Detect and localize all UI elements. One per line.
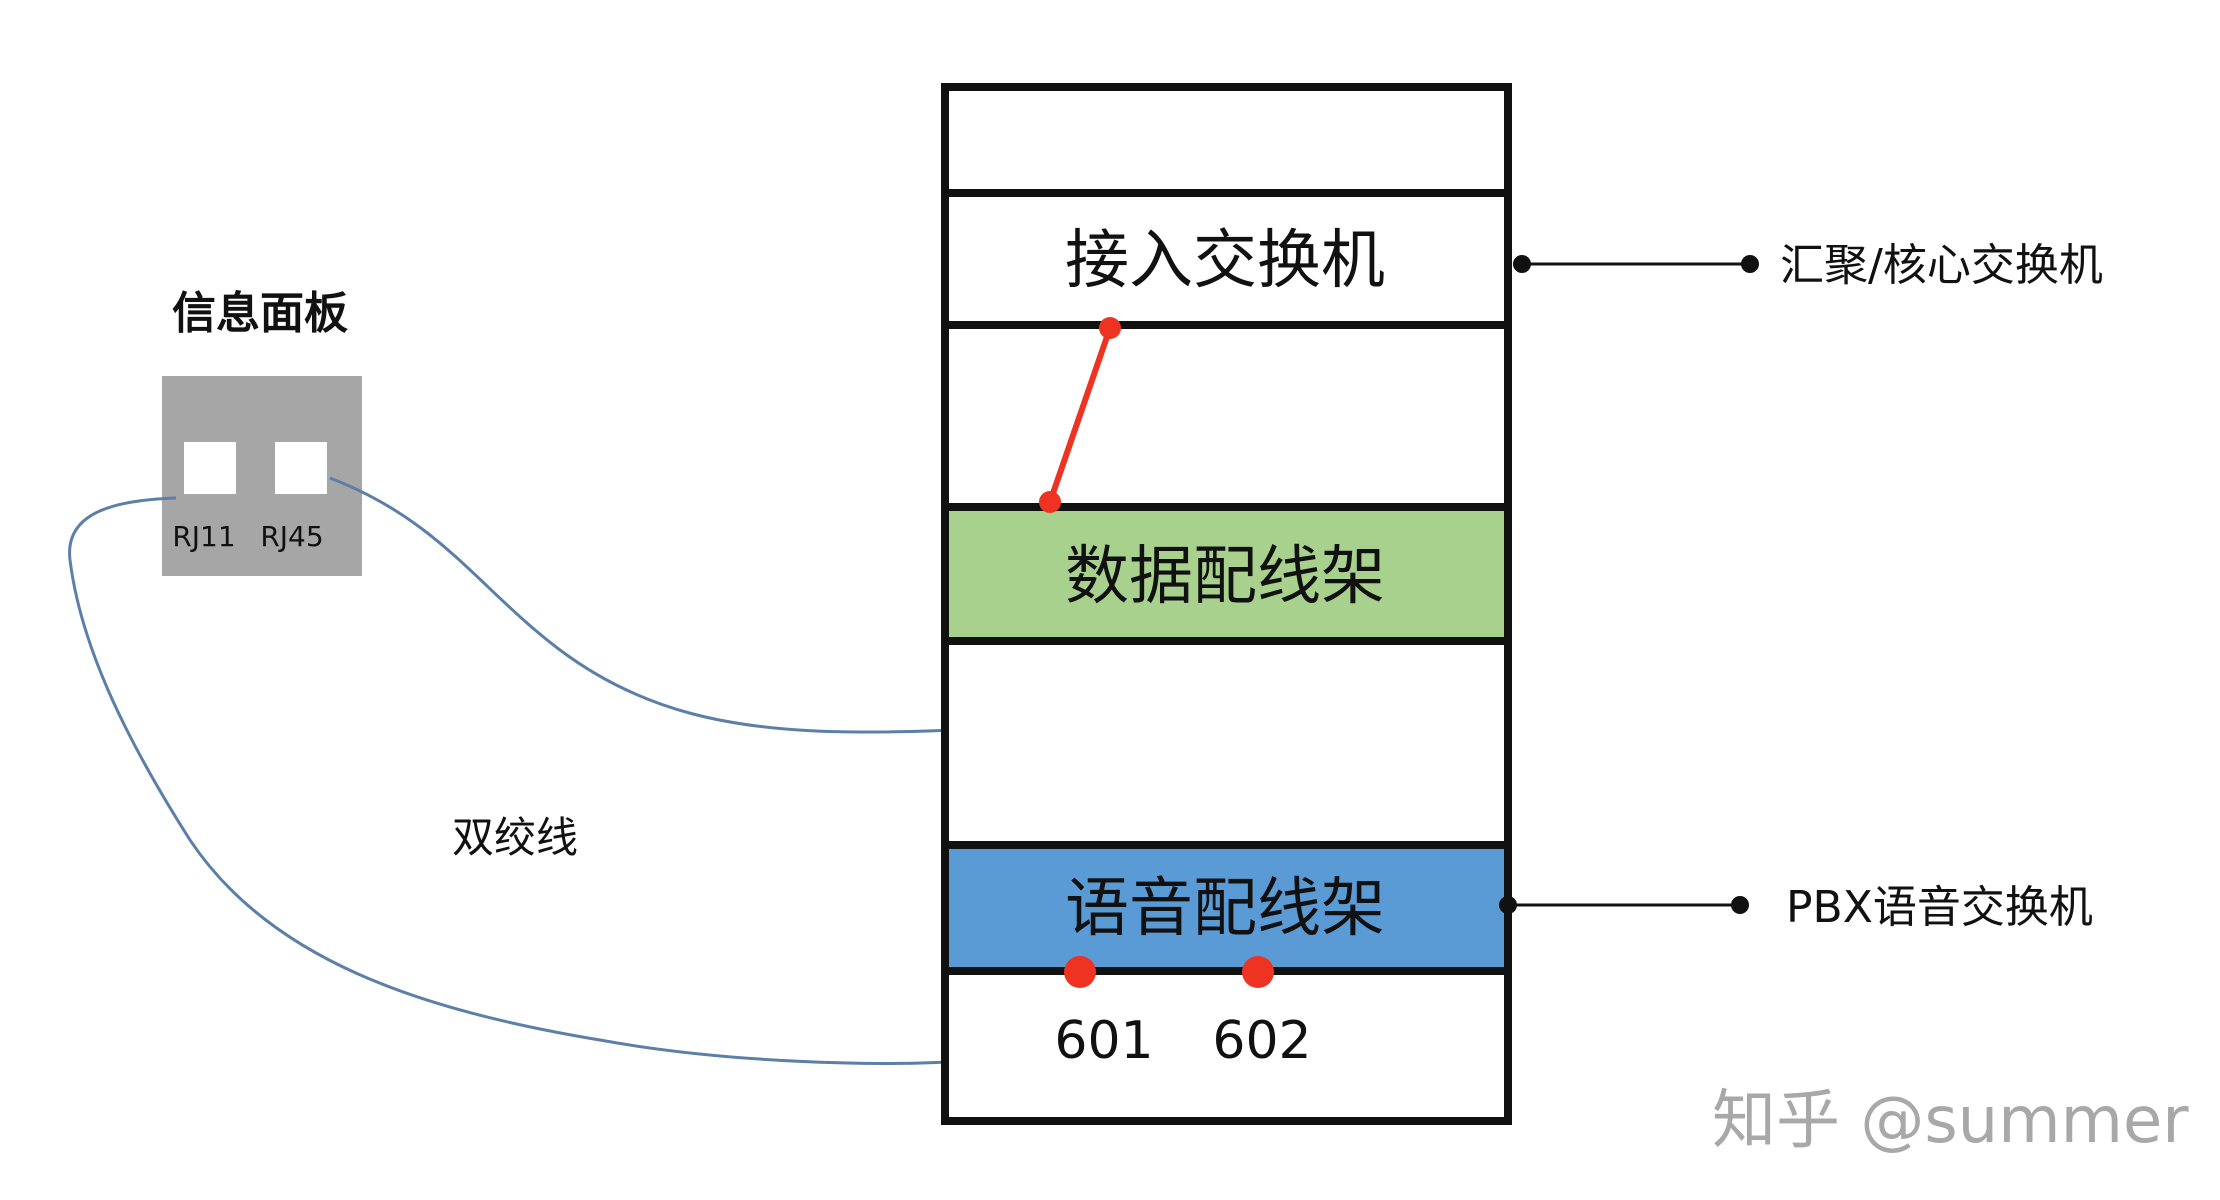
uplink-core-switch: 汇聚/核心交换机 (1513, 240, 2103, 291)
patch-cord-panel-end (1039, 491, 1061, 513)
access-switch (945, 196, 1505, 322)
voice-patch-panel (945, 848, 1505, 968)
data-patch-panel-label: 数据配线架 (1065, 540, 1385, 614)
uplink-pbx: PBX语音交换机 (1499, 882, 2093, 933)
voice-port-601-label: 601 (1054, 1011, 1153, 1071)
patch-cord-switch-end (1099, 317, 1121, 339)
rj11-label: RJ11 (172, 520, 235, 553)
rack-unit-bottom (945, 974, 1505, 1118)
watermark: 知乎 @summer (1712, 1084, 2189, 1158)
info-panel: RJ11 RJ45 (162, 376, 362, 576)
info-panel-title: 信息面板 (172, 288, 348, 339)
rj11-port (184, 442, 236, 494)
voice-patch-panel-label: 语音配线架 (1065, 872, 1385, 946)
pbx-label: PBX语音交换机 (1786, 882, 2093, 933)
rj45-port (275, 442, 327, 494)
rj45-label: RJ45 (260, 520, 323, 553)
rack-frame (941, 83, 1512, 1125)
voice-port-602-dot (1242, 956, 1274, 988)
data-patch-panel (945, 510, 1505, 638)
access-switch-label: 接入交换机 (1065, 224, 1385, 298)
voice-port-602-label: 602 (1212, 1011, 1311, 1071)
cable-label: 双绞线 (452, 813, 578, 862)
rack-unit-gap-1 (945, 328, 1505, 504)
rack-unit-top (945, 90, 1505, 190)
rack-unit-gap-2 (945, 644, 1505, 842)
voice-port-601-dot (1064, 956, 1096, 988)
core-switch-label: 汇聚/核心交换机 (1780, 240, 2103, 291)
patch-cord (1047, 327, 1113, 503)
rack: 接入交换机 数据配线架 语音配线架 (941, 83, 1512, 1125)
cable-rj11-to-voice-port-601 (68, 496, 1080, 1065)
